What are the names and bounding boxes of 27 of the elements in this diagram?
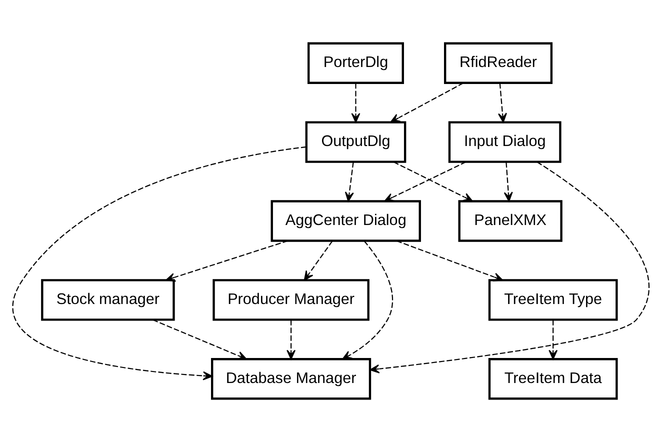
- arrow: [166, 240, 288, 282]
- arrow: [344, 162, 354, 202]
- arrow: [504, 162, 513, 202]
- arrow: [286, 320, 296, 360]
- arrow: [342, 240, 394, 360]
- node-box: Database Manager: [211, 358, 372, 400]
- node-box: PorterDlg: [308, 42, 404, 84]
- node-box: RfidReader: [444, 42, 553, 84]
- node-box: TreeItem Type: [488, 278, 618, 320]
- arrow: [304, 240, 333, 280]
- arrow: [498, 82, 507, 122]
- node-box: TreeItem Data: [488, 358, 618, 400]
- arrow: [351, 82, 360, 122]
- arrow: [548, 320, 558, 360]
- arrow: [390, 82, 464, 122]
- arrow: [393, 160, 473, 202]
- node-box: Input Dialog: [448, 120, 562, 162]
- node-box: OutputDlg: [305, 120, 406, 162]
- arrow: [12, 146, 306, 380]
- node-box: PanelXMX: [458, 200, 562, 242]
- arrow: [396, 240, 504, 281]
- arrow: [384, 160, 466, 202]
- node-box: Stock manager: [41, 278, 175, 320]
- node-box: Producer Manager: [212, 278, 370, 320]
- node-box: AggCenter Dialog: [270, 200, 421, 242]
- arrow: [152, 318, 247, 360]
- arrow: [370, 161, 650, 373]
